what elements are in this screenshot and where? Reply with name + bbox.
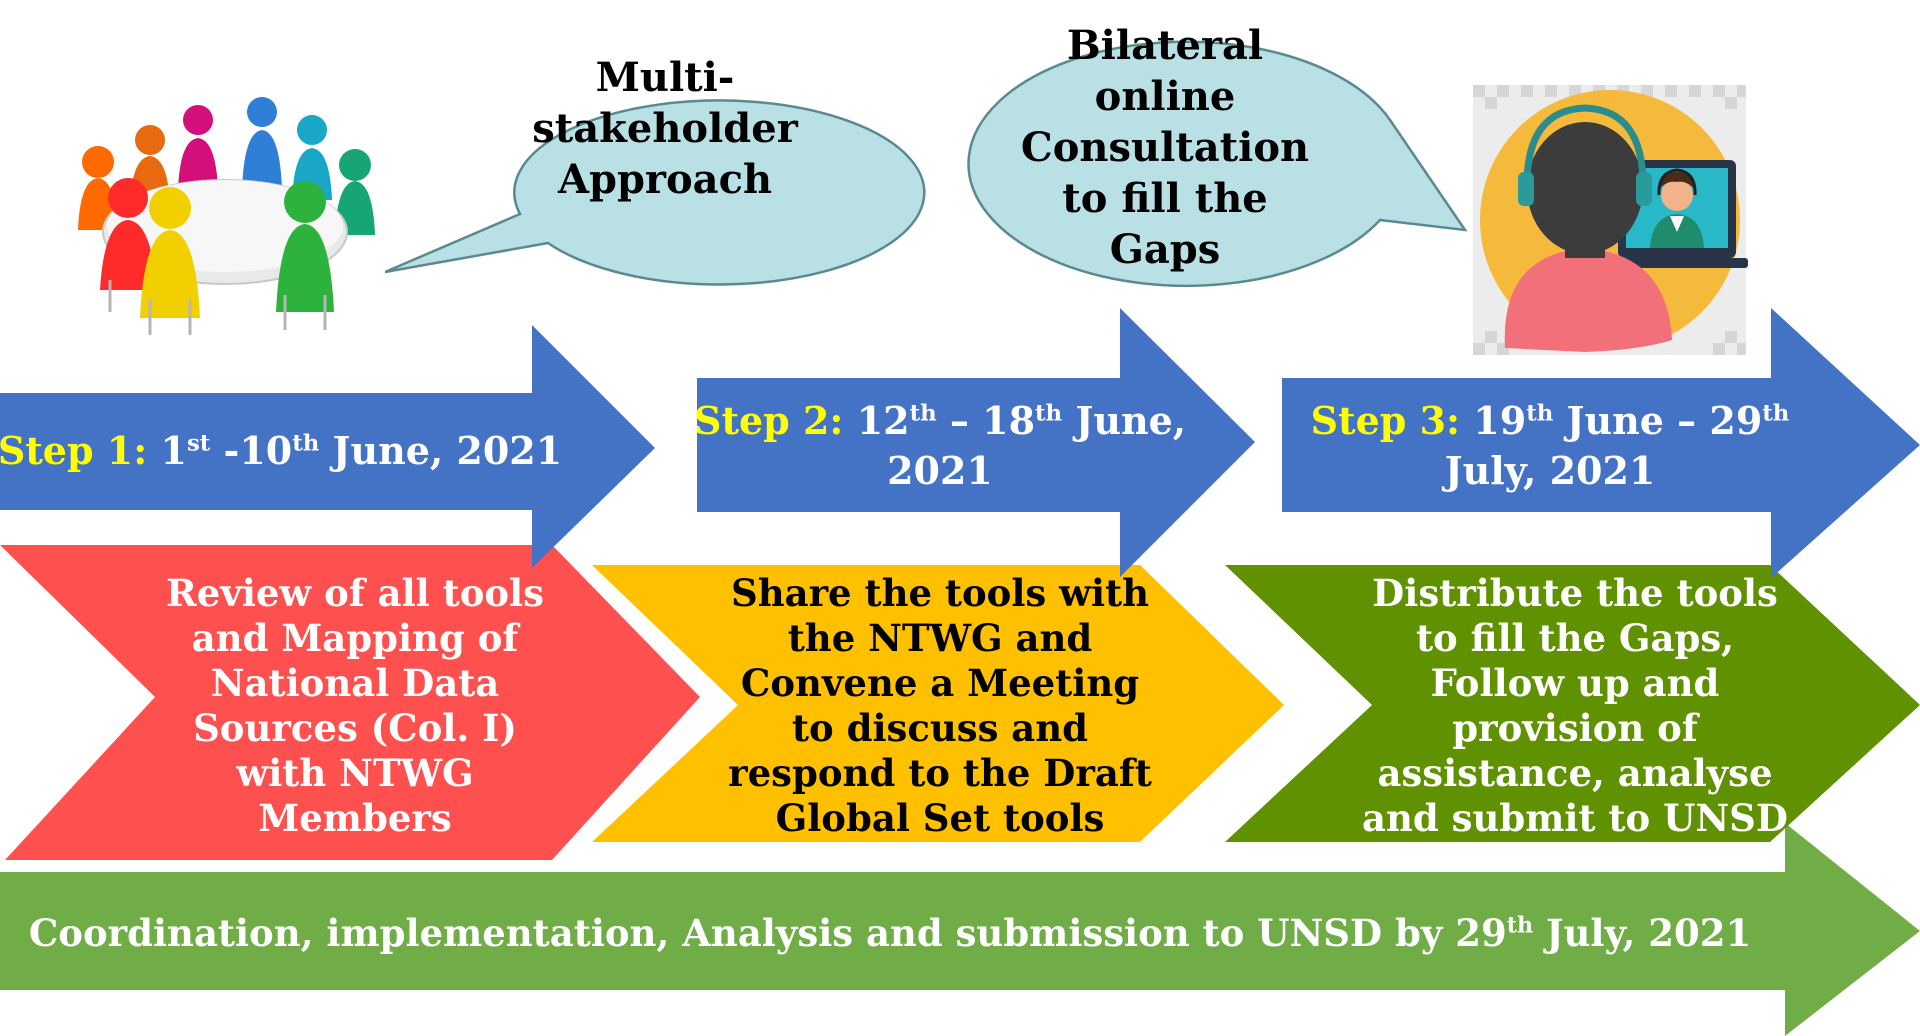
box-line: Distribute the tools <box>1372 571 1778 615</box>
step-date: June – 29 <box>1553 398 1763 443</box>
step-sup: th <box>1035 400 1063 427</box>
step1-arrow <box>0 325 655 568</box>
box-distribute-chevron <box>1225 565 1920 842</box>
box-line: to fill the Gaps, <box>1415 616 1735 660</box>
banner-line: Coordination, implementation, Analysis a… <box>29 910 1751 956</box>
box-line: and submit to UNSD <box>1362 796 1788 840</box>
bubble-multistakeholder-text: Multi- stakeholder Approach <box>520 48 810 208</box>
box-line: Members <box>258 796 452 840</box>
bubble-line: Approach <box>557 155 773 203</box>
step-date: June, <box>1062 398 1187 443</box>
step3-arrow <box>1282 308 1920 578</box>
step-date: 12 <box>856 398 910 443</box>
box-line: Share the tools with <box>730 571 1150 615</box>
bubble-line: stakeholder <box>532 104 798 152</box>
box-share-chevron <box>592 565 1284 842</box>
step-line: July, 2021 <box>1444 448 1656 493</box>
box-line: with NTWG <box>236 751 474 795</box>
bubble-line: Consultation <box>1020 123 1310 171</box>
step-label: Step 3: <box>1310 398 1461 443</box>
bubble-line: Bilateral <box>1066 21 1264 69</box>
bubble-line: online <box>1094 72 1236 120</box>
step3-text: Step 3: 19th June – 29th July, 2021 <box>1290 386 1810 506</box>
box-line: the NTWG and <box>787 616 1093 660</box>
box-line: Convene a Meeting <box>740 661 1140 705</box>
box-line: provision of <box>1452 706 1698 750</box>
box-line: Follow up and <box>1430 661 1720 705</box>
step-date: 1 <box>160 428 187 473</box>
step-sup: th <box>1762 400 1790 427</box>
step-sup: st <box>186 430 211 457</box>
banner-post: July, 2021 <box>1533 910 1752 955</box>
step-line: Step 1: 1st -10th June, 2021 <box>0 426 562 476</box>
step-date: 19 <box>1473 398 1527 443</box>
box-line: and Mapping of <box>191 616 519 660</box>
step-sup: th <box>1526 400 1554 427</box>
bubble-bilateral-text: Bilateral online Consultation to fill th… <box>1020 18 1310 276</box>
box-distribute-text: Distribute the tools to fill the Gaps, F… <box>1360 566 1790 846</box>
box-line: assistance, analyse <box>1377 751 1773 795</box>
banner-sup: th <box>1506 912 1534 939</box>
step-date: – 18 <box>936 398 1036 443</box>
box-review-chevron <box>0 545 700 860</box>
bubble-line: to fill the <box>1062 174 1268 222</box>
step-date: June, 2021 <box>319 428 563 473</box>
step1-text: Step 1: 1st -10th June, 2021 <box>0 396 562 506</box>
coordination-banner-arrow <box>0 823 1920 1036</box>
step-line: 2021 <box>887 448 993 493</box>
box-line: Global Set tools <box>775 796 1105 840</box>
step-label: Step 1: <box>0 428 148 473</box>
bubble-line: Gaps <box>1109 225 1221 273</box>
box-line: National Data <box>210 661 500 705</box>
step-line: Step 2: 12th – 18th June, <box>694 396 1186 446</box>
speech-bubble-bilateral <box>967 40 1468 287</box>
step-date: -10 <box>210 428 293 473</box>
box-line: to discuss and <box>791 706 1089 750</box>
speech-bubble-multistakeholder <box>384 99 926 286</box>
video-consultation-icon <box>1473 85 1748 355</box>
box-line: Review of all tools <box>166 571 544 615</box>
step-line: Step 3: 19th June – 29th <box>1311 396 1790 446</box>
round-table-meeting-icon <box>67 85 385 340</box>
box-line: respond to the Draft <box>728 751 1152 795</box>
box-review-text: Review of all tools and Mapping of Natio… <box>160 566 550 846</box>
banner-pre: Coordination, implementation, Analysis a… <box>28 910 1507 955</box>
step-sup: th <box>909 400 937 427</box>
box-line: Sources (Col. I) <box>193 706 517 750</box>
step2-arrow <box>697 308 1255 577</box>
coordination-banner-text: Coordination, implementation, Analysis a… <box>0 880 1780 985</box>
box-share-text: Share the tools with the NTWG and Conven… <box>720 566 1160 846</box>
step2-text: Step 2: 12th – 18th June, 2021 <box>694 386 1186 506</box>
bubble-line: Multi- <box>595 53 735 101</box>
step-sup: th <box>292 430 320 457</box>
step-label: Step 2: <box>694 398 844 443</box>
